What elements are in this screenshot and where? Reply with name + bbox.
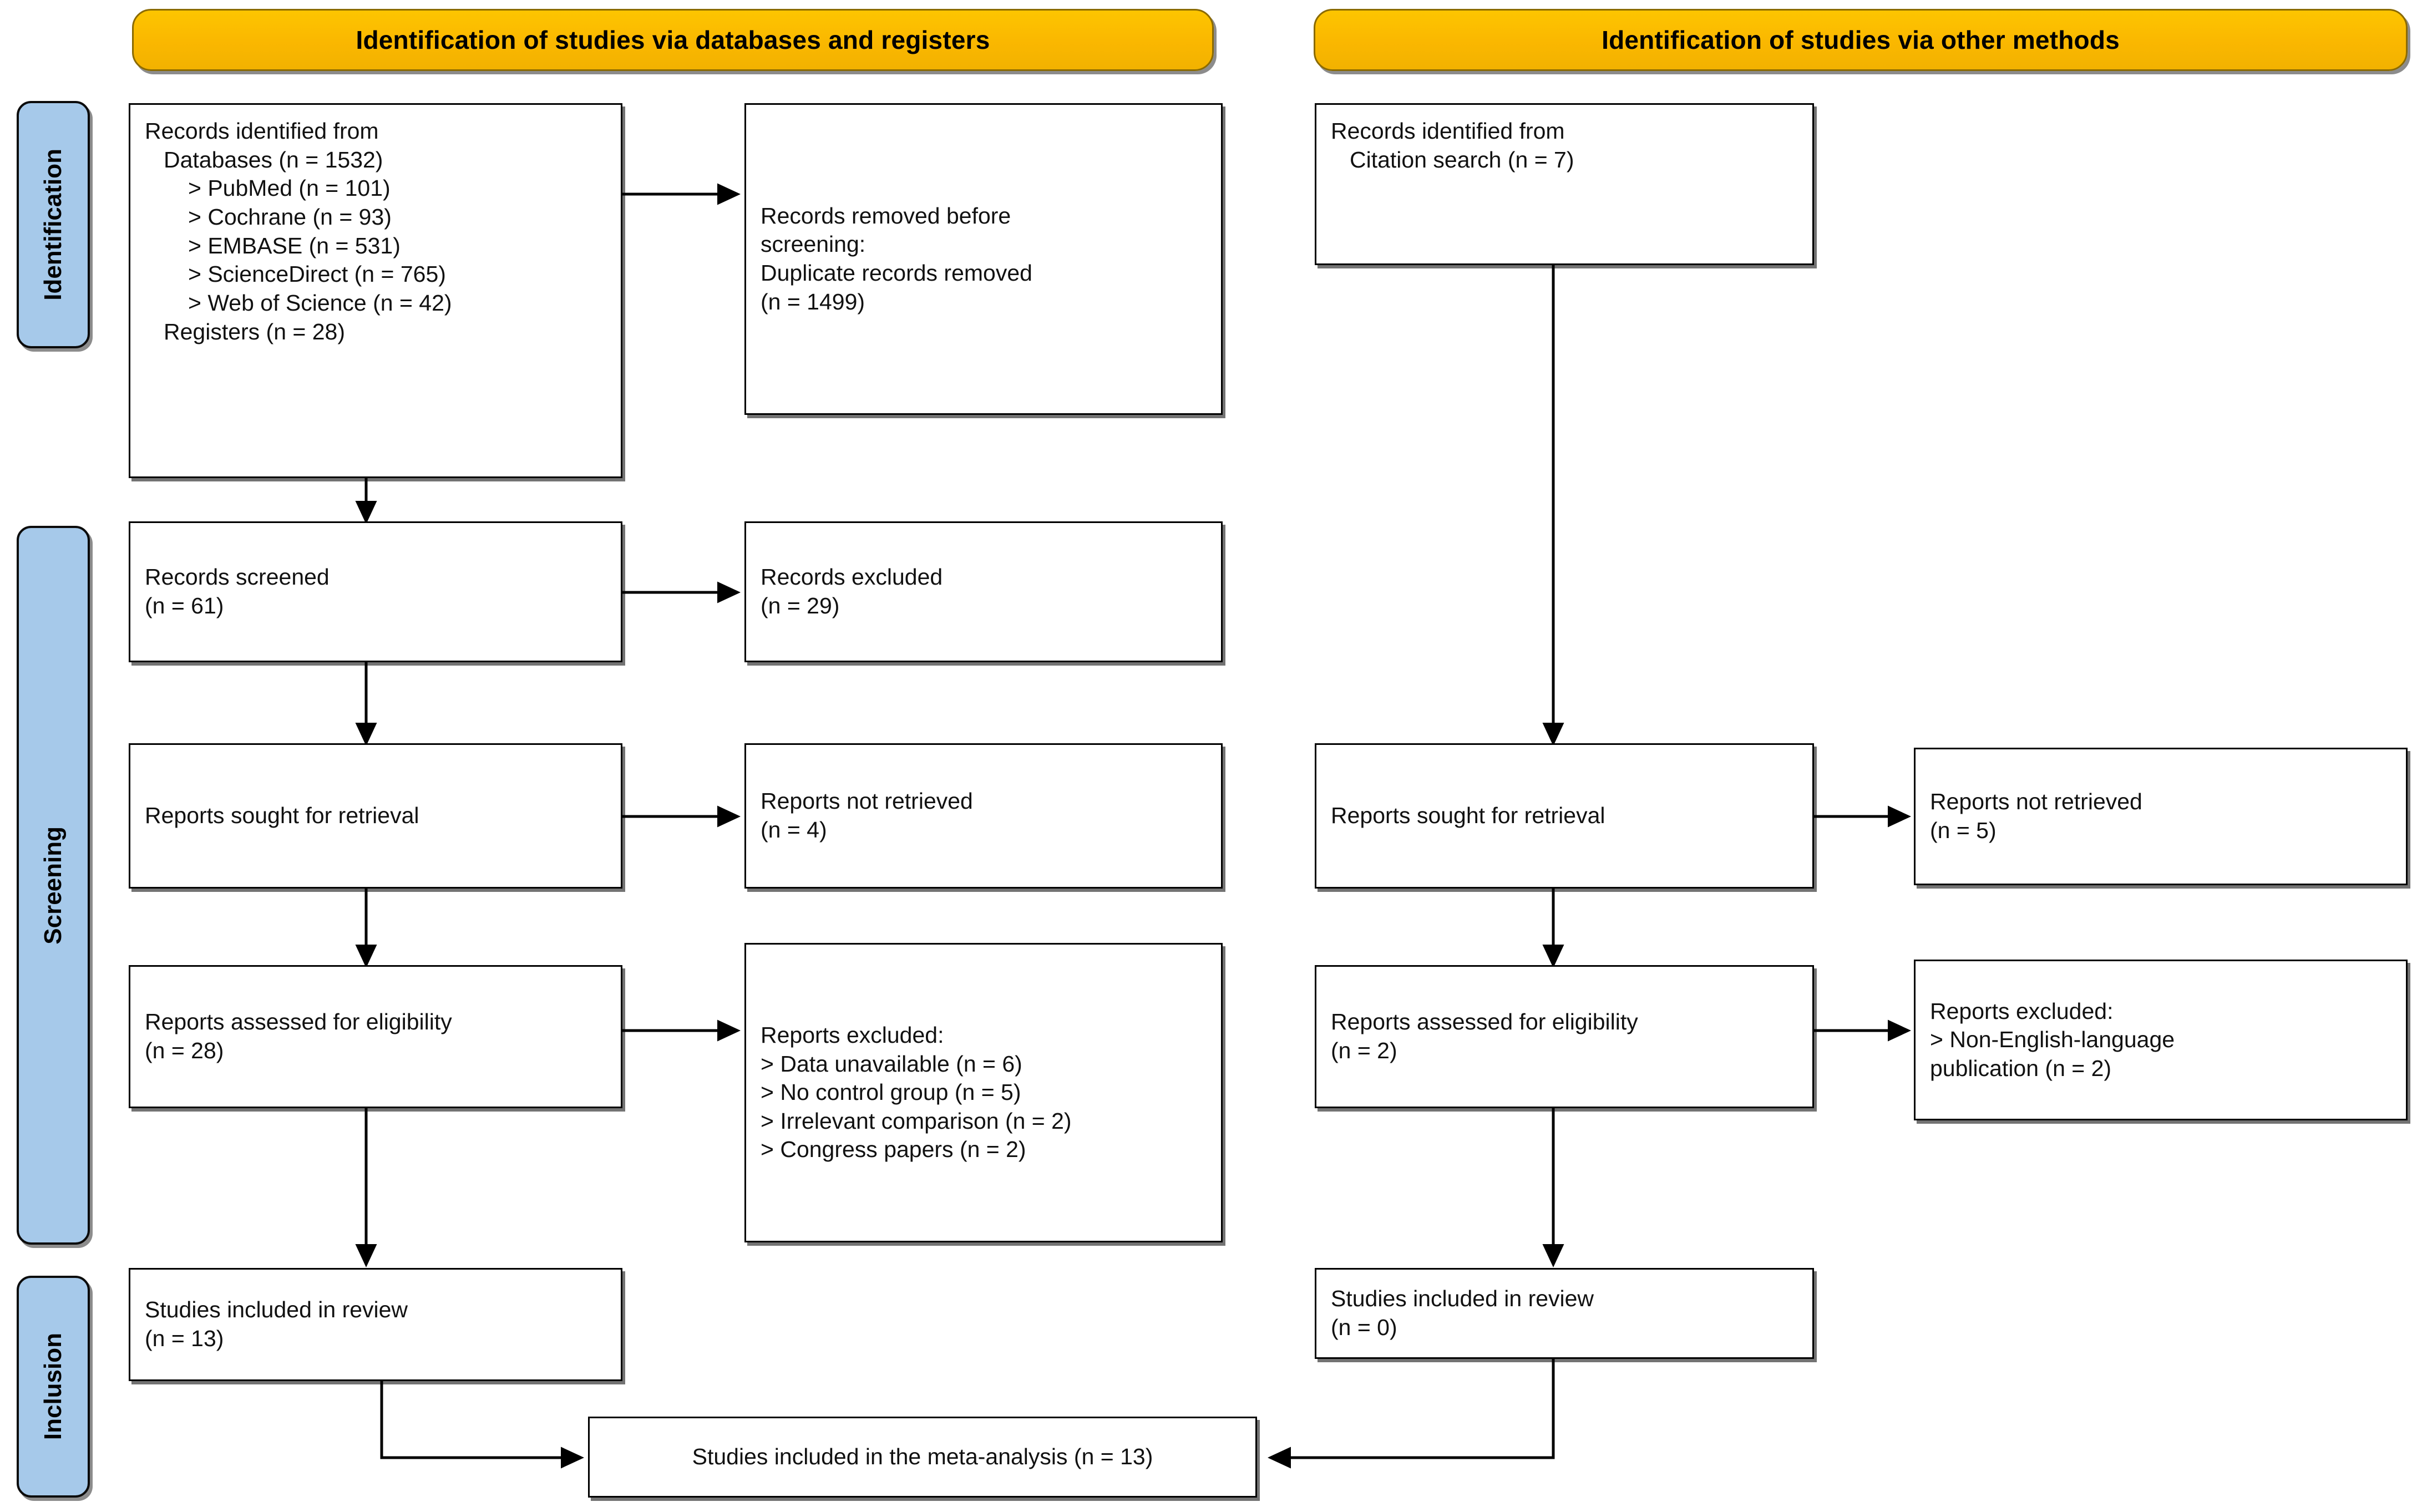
phase-identification-label: Identification [39, 149, 67, 301]
band-databases-registers-label: Identification of studies via databases … [356, 26, 990, 54]
reports-excluded-right-line-0: Reports excluded: [1930, 998, 2114, 1024]
phase-inclusion-label: Inclusion [39, 1333, 67, 1440]
records-identified-line-4: > EMBASE (n = 531) [188, 232, 401, 258]
box-records-screened: Records screened (n = 61) [129, 521, 622, 662]
records-identified-line-3: > Cochrane (n = 93) [188, 204, 392, 230]
records-removed-line-0: Records removed before [761, 202, 1207, 231]
records-identified-line-2: > PubMed (n = 101) [188, 175, 391, 201]
records-screened-line-1: (n = 61) [145, 593, 224, 618]
reports-assessed-right-line-0: Reports assessed for eligibility [1331, 1009, 1638, 1035]
reports-not-retrieved-left-line-1: (n = 4) [761, 817, 827, 843]
band-other-methods-label: Identification of studies via other meth… [1602, 26, 2120, 54]
phase-screening: Screening [17, 526, 90, 1245]
box-reports-assessed-left: Reports assessed for eligibility (n = 28… [129, 965, 622, 1108]
box-reports-not-retrieved-left: Reports not retrieved (n = 4) [744, 743, 1223, 889]
studies-included-left-line-1: (n = 13) [145, 1326, 224, 1351]
band-databases-registers: Identification of studies via databases … [132, 9, 1214, 71]
band-other-methods: Identification of studies via other meth… [1314, 9, 2408, 71]
box-reports-sought-right: Reports sought for retrieval [1315, 743, 1814, 889]
reports-excluded-right-line-2: publication (n = 2) [1930, 1055, 2112, 1081]
reports-assessed-right-line-1: (n = 2) [1331, 1038, 1397, 1063]
records-identified-line-0: Records identified from [145, 118, 379, 144]
reports-not-retrieved-right-line-1: (n = 5) [1930, 818, 1997, 843]
records-identified-other-line-0: Records identified from [1331, 118, 1565, 144]
records-removed-line-3: (n = 1499) [761, 288, 865, 314]
box-reports-not-retrieved-right: Reports not retrieved (n = 5) [1914, 748, 2408, 885]
records-identified-line-5: > ScienceDirect (n = 765) [188, 261, 446, 287]
records-excluded-line-1: (n = 29) [761, 593, 840, 618]
phase-inclusion: Inclusion [17, 1276, 90, 1498]
box-records-excluded: Records excluded (n = 29) [744, 521, 1223, 662]
studies-included-right-line-0: Studies included in review [1331, 1286, 1594, 1312]
reports-not-retrieved-right-line-0: Reports not retrieved [1930, 789, 2142, 815]
reports-not-retrieved-left-line-0: Reports not retrieved [761, 788, 973, 814]
records-removed-before-italic: before [946, 202, 1011, 229]
reports-excluded-left-line-2: > No control group (n = 5) [761, 1079, 1021, 1105]
records-removed-colon: : [859, 231, 866, 257]
reports-excluded-left-line-1: > Data unavailable (n = 6) [761, 1051, 1022, 1077]
box-reports-excluded-right: Reports excluded: > Non-English-language… [1914, 960, 2408, 1120]
records-removed-text: Records removed [761, 202, 946, 229]
records-identified-other-line-1: Citation search (n = 7) [1350, 146, 1574, 172]
box-reports-sought-left: Reports sought for retrieval [129, 743, 622, 889]
records-identified-line-1: Databases (n = 1532) [164, 146, 383, 172]
reports-excluded-right-line-1: > Non-English-language [1930, 1027, 2175, 1053]
reports-sought-left-line-0: Reports sought for retrieval [145, 803, 419, 829]
box-records-identified-other: Records identified from Citation search … [1315, 103, 1814, 265]
reports-sought-right-line-0: Reports sought for retrieval [1331, 803, 1605, 829]
reports-excluded-left-line-4: > Congress papers (n = 2) [761, 1136, 1026, 1163]
records-removed-line-1: screening: [761, 230, 1207, 259]
reports-assessed-left-line-0: Reports assessed for eligibility [145, 1009, 452, 1035]
studies-included-right-line-1: (n = 0) [1331, 1315, 1397, 1340]
meta-analysis-line-0: Studies included in the meta-analysis (n… [692, 1444, 1153, 1470]
box-studies-included-right: Studies included in review (n = 0) [1315, 1268, 1814, 1359]
box-meta-analysis: Studies included in the meta-analysis (n… [588, 1417, 1257, 1498]
phase-identification: Identification [17, 101, 90, 348]
records-identified-line-6: > Web of Science (n = 42) [188, 290, 452, 316]
records-excluded-line-0: Records excluded [761, 564, 943, 590]
studies-included-left-line-0: Studies included in review [145, 1297, 408, 1323]
box-records-identified: Records identified from Databases (n = 1… [129, 103, 622, 478]
arrow-includedleft-to-meta [380, 1381, 584, 1469]
reports-excluded-left-line-3: > Irrelevant comparison (n = 2) [761, 1108, 1072, 1134]
phase-screening-label: Screening [39, 826, 67, 945]
reports-excluded-left-line-0: Reports excluded: [761, 1022, 944, 1048]
box-reports-assessed-right: Reports assessed for eligibility (n = 2) [1315, 965, 1814, 1108]
records-removed-screening-italic: screening [761, 231, 859, 257]
arrow-includedright-to-meta [1268, 1359, 1555, 1469]
reports-assessed-left-line-1: (n = 28) [145, 1038, 224, 1063]
records-identified-line-7: Registers (n = 28) [164, 318, 345, 344]
box-reports-excluded-left: Reports excluded: > Data unavailable (n … [744, 943, 1223, 1242]
records-screened-line-0: Records screened [145, 564, 330, 590]
records-removed-line-2: Duplicate records removed [761, 260, 1032, 286]
box-studies-included-left: Studies included in review (n = 13) [129, 1268, 622, 1381]
box-records-removed: Records removed before screening: Duplic… [744, 103, 1223, 415]
